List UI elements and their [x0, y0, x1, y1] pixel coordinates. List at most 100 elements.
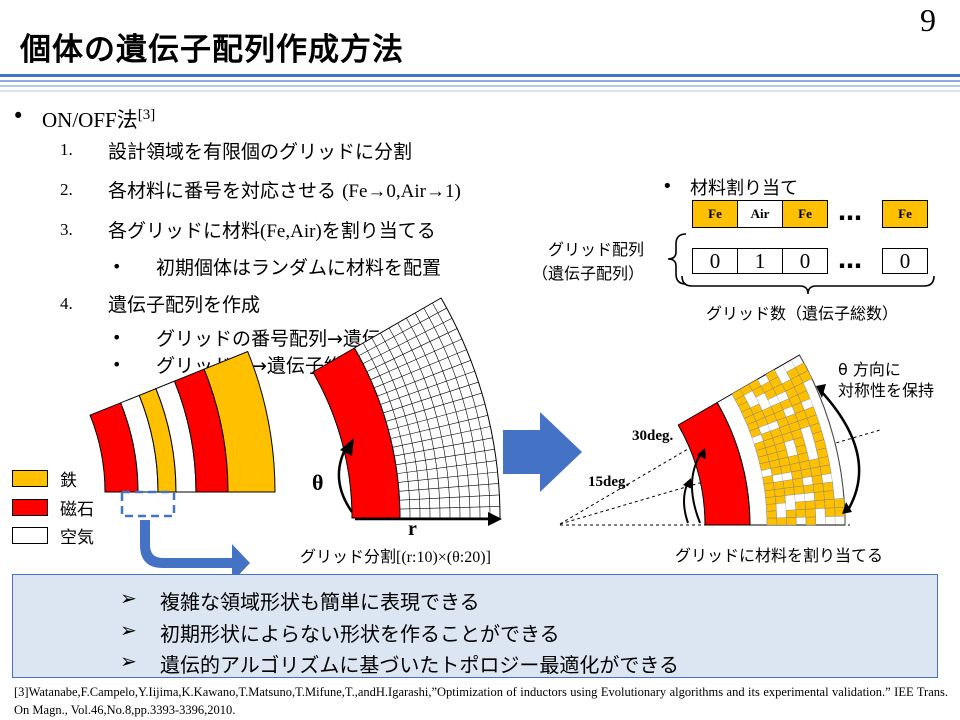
material-cell-1: Fe — [692, 200, 738, 228]
step-4-sub-bullet-2: • — [112, 355, 122, 374]
assign-caption: グリッドに材料を割り当てる — [675, 546, 884, 565]
step-3-number: 3. — [60, 220, 73, 239]
summary-item-3: 遺伝的アルゴリズムに基づいたトポロジー最適化ができる — [160, 653, 679, 677]
gene-array-label: （遺伝子配列） — [532, 264, 645, 283]
summary-marker-3: ➢ — [120, 649, 137, 673]
fig-a-curved-arrow — [140, 520, 250, 580]
material-ellipsis: … — [838, 198, 864, 226]
summary-box — [12, 574, 938, 678]
assignment-heading: 材料割り当て — [690, 178, 798, 199]
fig-c-iron-cell — [765, 496, 777, 505]
fig-c-iron-cell — [765, 503, 777, 512]
r-label: r — [408, 518, 417, 540]
reference-citation: [3]Watanabe,F.Campelo,Y.Iijima,K.Kawano,… — [14, 685, 948, 717]
legend-label-iron: 鉄 — [60, 471, 77, 491]
legend-label-magnet: 磁石 — [60, 500, 94, 520]
legend-label-air: 空気 — [60, 528, 94, 548]
step-3-text-a: 各グリッドに材料 — [108, 220, 261, 242]
gene-cell-1: 0 — [692, 248, 738, 274]
step-3-text-b: (Fe,Air) — [260, 221, 322, 242]
title-underline-lightest — [0, 90, 960, 92]
fig-c-iron-cell — [824, 498, 836, 509]
grid-array-label: グリッド配列 — [548, 240, 645, 259]
fig-c-symmetry-arrowhead-bottom — [842, 502, 852, 514]
fig-b-grid-ray — [370, 338, 463, 380]
fig-c-iron-cell — [782, 479, 794, 489]
summary-item-1: 複雑な領域形状も簡単に表現できる — [160, 590, 480, 614]
step-1-number: 1. — [60, 140, 73, 159]
fig-c-iron-cell — [823, 490, 835, 501]
fig-b-grid-ray — [385, 392, 482, 422]
fig-b-grid-ray — [399, 506, 500, 510]
fig-c-iron-cell — [805, 508, 816, 518]
fig-c-iron-cell — [795, 509, 807, 518]
fig-c-iron-cell — [814, 499, 826, 509]
fig-c-iron-cell — [762, 475, 774, 485]
fig-big-arrow — [503, 412, 582, 492]
fig-c-iron-cell — [766, 510, 777, 519]
step-2-text-paren: (Fe→0,Air→1) — [342, 181, 461, 202]
fig-c-iron-cell — [766, 517, 777, 526]
fig-c-iron-cell — [773, 480, 785, 490]
fig-c-iron-cell — [824, 507, 836, 517]
fig-b-grid-ray — [398, 483, 499, 492]
step-4-text: 遺伝子配列を作成 — [108, 294, 261, 316]
summary-item-2: 初期形状によらない形状を作ることができる — [160, 622, 560, 646]
fig-c-iron-cell — [805, 516, 816, 526]
fig-c-30-arrowhead — [697, 448, 706, 459]
fig-c-iron-cell — [783, 486, 795, 496]
fig-b-grid-ray — [395, 448, 495, 466]
step-3-text: 各グリッドに材料(Fe,Air)を割り当てる — [108, 216, 436, 243]
fig-b-grid-ray — [398, 471, 498, 483]
step-4-number: 4. — [60, 294, 73, 313]
gene-cell-3: 0 — [782, 248, 828, 274]
method-bullet: • — [12, 104, 25, 128]
fig-c-iron-cell — [776, 517, 787, 526]
gene-ellipsis: … — [838, 246, 864, 274]
grid-split-prefix: グリッド分割 — [300, 547, 397, 566]
step-3-sub-1: 初期個体はランダムに材料を配置 — [156, 257, 442, 279]
material-cell-last: Fe — [882, 200, 928, 228]
angle-30-label: 30deg. — [632, 428, 674, 444]
theta-label: θ — [312, 470, 324, 495]
grid-split-formula: [(r:10)×(θ:20)] — [396, 549, 491, 566]
fig-b-grid-ray — [394, 437, 493, 457]
fig-b-theta-arrowhead — [340, 438, 354, 456]
symmetry-label-1: θ 方向に — [838, 360, 901, 379]
step-3-sub-bullet: • — [112, 257, 122, 276]
fig-c-iron-cell — [804, 500, 816, 510]
fig-b-grid-ray — [388, 403, 486, 431]
fig-c-symmetry-arrow — [819, 389, 861, 511]
legend-swatch-air — [12, 527, 48, 544]
method-name: ON/OFF法 — [42, 108, 138, 132]
fig-c-iron-cell — [775, 495, 786, 504]
fig-b-grid-ray — [399, 494, 500, 501]
fig-a-selection-box — [120, 490, 176, 518]
fig-b-grid-ray — [362, 317, 453, 364]
page-number: 9 — [920, 2, 936, 38]
summary-marker-2: ➢ — [120, 618, 137, 642]
fig-b-grid-ray — [390, 414, 488, 439]
bottom-brace — [681, 275, 935, 295]
fig-c-grid-arc — [773, 369, 816, 526]
fig-c-iron-cell — [808, 458, 821, 469]
fig-c-iron-cell — [834, 498, 845, 508]
material-cell-2: Air — [737, 200, 783, 228]
fig-c-symmetry-arrowhead-top — [816, 384, 826, 398]
fig-b-grid-ray — [374, 349, 467, 389]
fig-b-grid-ray — [377, 360, 471, 397]
fig-b-grid-region — [353, 297, 501, 519]
fig-b-grid-ray — [397, 460, 497, 474]
title-underline-lighter — [0, 85, 960, 87]
summary-marker-1: ➢ — [120, 586, 137, 610]
title-underline — [0, 74, 960, 77]
grid-split-caption: グリッド分割[(r:10)×(θ:20)] — [300, 543, 491, 567]
fig-c-iron-cell — [812, 482, 824, 493]
fig-c-iron-cell — [785, 509, 797, 518]
gene-cell-last: 0 — [882, 248, 928, 274]
method-ref-mark: [3] — [137, 107, 156, 123]
step-1-text: 設計領域を有限個のグリッドに分割 — [108, 141, 413, 163]
assignment-braces — [667, 233, 935, 295]
fig-b-grid-ray — [380, 370, 475, 405]
fig-b-r-arrowhead — [488, 512, 502, 526]
